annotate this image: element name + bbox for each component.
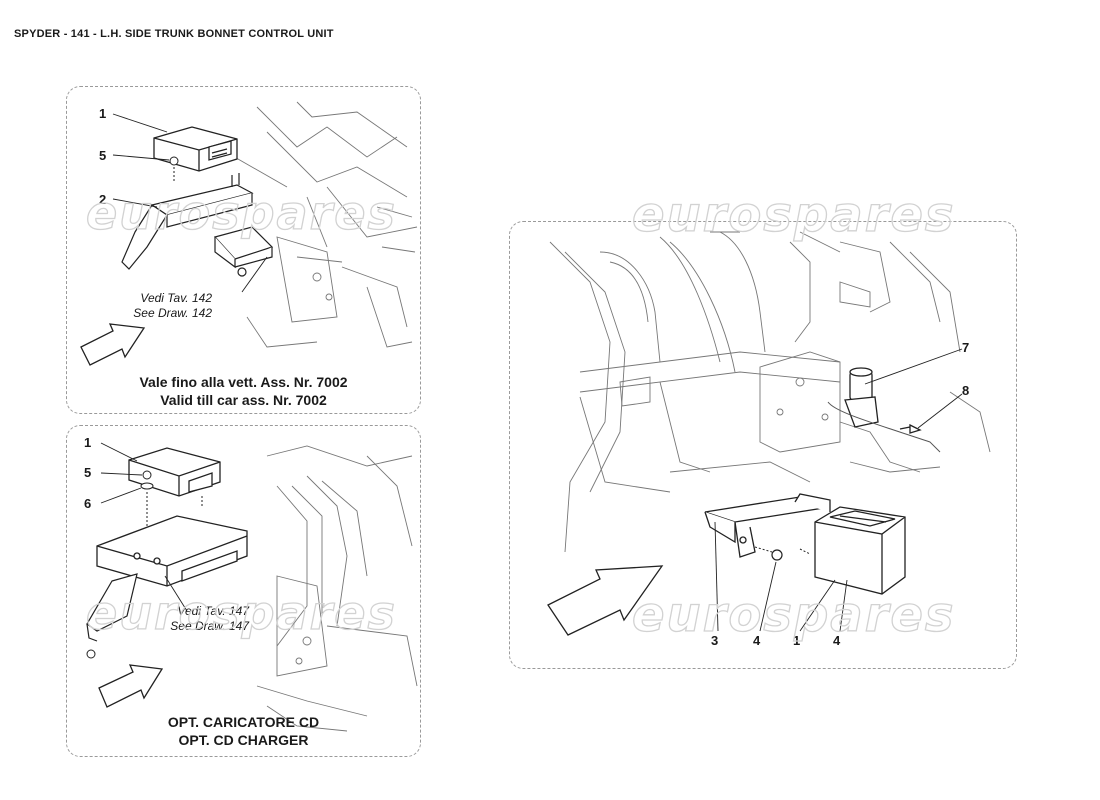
callout-3: 3 — [711, 633, 719, 648]
reference-en: See Draw. 147 — [170, 619, 249, 633]
callout-7: 7 — [962, 340, 970, 355]
panel-caption: Vale fino alla vett. Ass. Nr. 7002 Valid… — [67, 373, 420, 409]
callout-8: 8 — [962, 383, 970, 398]
caption-en: OPT. CD CHARGER — [178, 732, 309, 748]
panel-cd-charger: 1 5 6 Vedi Tav. 147 See Draw. 147 OPT. C… — [66, 425, 421, 757]
caption-it: Vale fino alla vett. Ass. Nr. 7002 — [139, 374, 348, 390]
callout-1: 1 — [99, 106, 107, 121]
drawing-reference: Vedi Tav. 147 See Draw. 147 — [139, 604, 249, 634]
callout-4: 4 — [753, 633, 761, 648]
main-assembly-drawing — [547, 231, 991, 636]
direction-arrow — [547, 565, 664, 636]
callout-1: 1 — [84, 435, 92, 450]
caption-en: Valid till car ass. Nr. 7002 — [160, 392, 327, 408]
caption-it: OPT. CARICATORE CD — [167, 714, 320, 730]
panel-main-assembly: 7 8 3 4 1 4 — [509, 221, 1017, 669]
reference-en: See Draw. 142 — [133, 306, 212, 320]
panel-caption: OPT. CARICATORE CD OPT. CD CHARGER — [67, 713, 420, 749]
drawing-reference: Vedi Tav. 142 See Draw. 142 — [102, 291, 212, 321]
direction-arrow — [98, 664, 164, 708]
callout-6: 6 — [84, 496, 92, 511]
reference-it: Vedi Tav. 147 — [177, 604, 249, 618]
callout-4: 4 — [833, 633, 841, 648]
reference-it: Vedi Tav. 142 — [140, 291, 212, 305]
callout-5: 5 — [84, 465, 92, 480]
cd-charger-drawing — [86, 442, 418, 732]
callout-5: 5 — [99, 148, 107, 163]
page-title: SPYDER - 141 - L.H. SIDE TRUNK BONNET CO… — [14, 28, 334, 40]
direction-arrow — [80, 323, 146, 366]
callout-1: 1 — [793, 633, 801, 648]
callout-2: 2 — [99, 192, 107, 207]
panel-valid-till-7002: 1 5 2 Vedi Tav. 142 See Draw. 142 Vale f… — [66, 86, 421, 414]
control-unit-drawing-a — [80, 101, 418, 366]
